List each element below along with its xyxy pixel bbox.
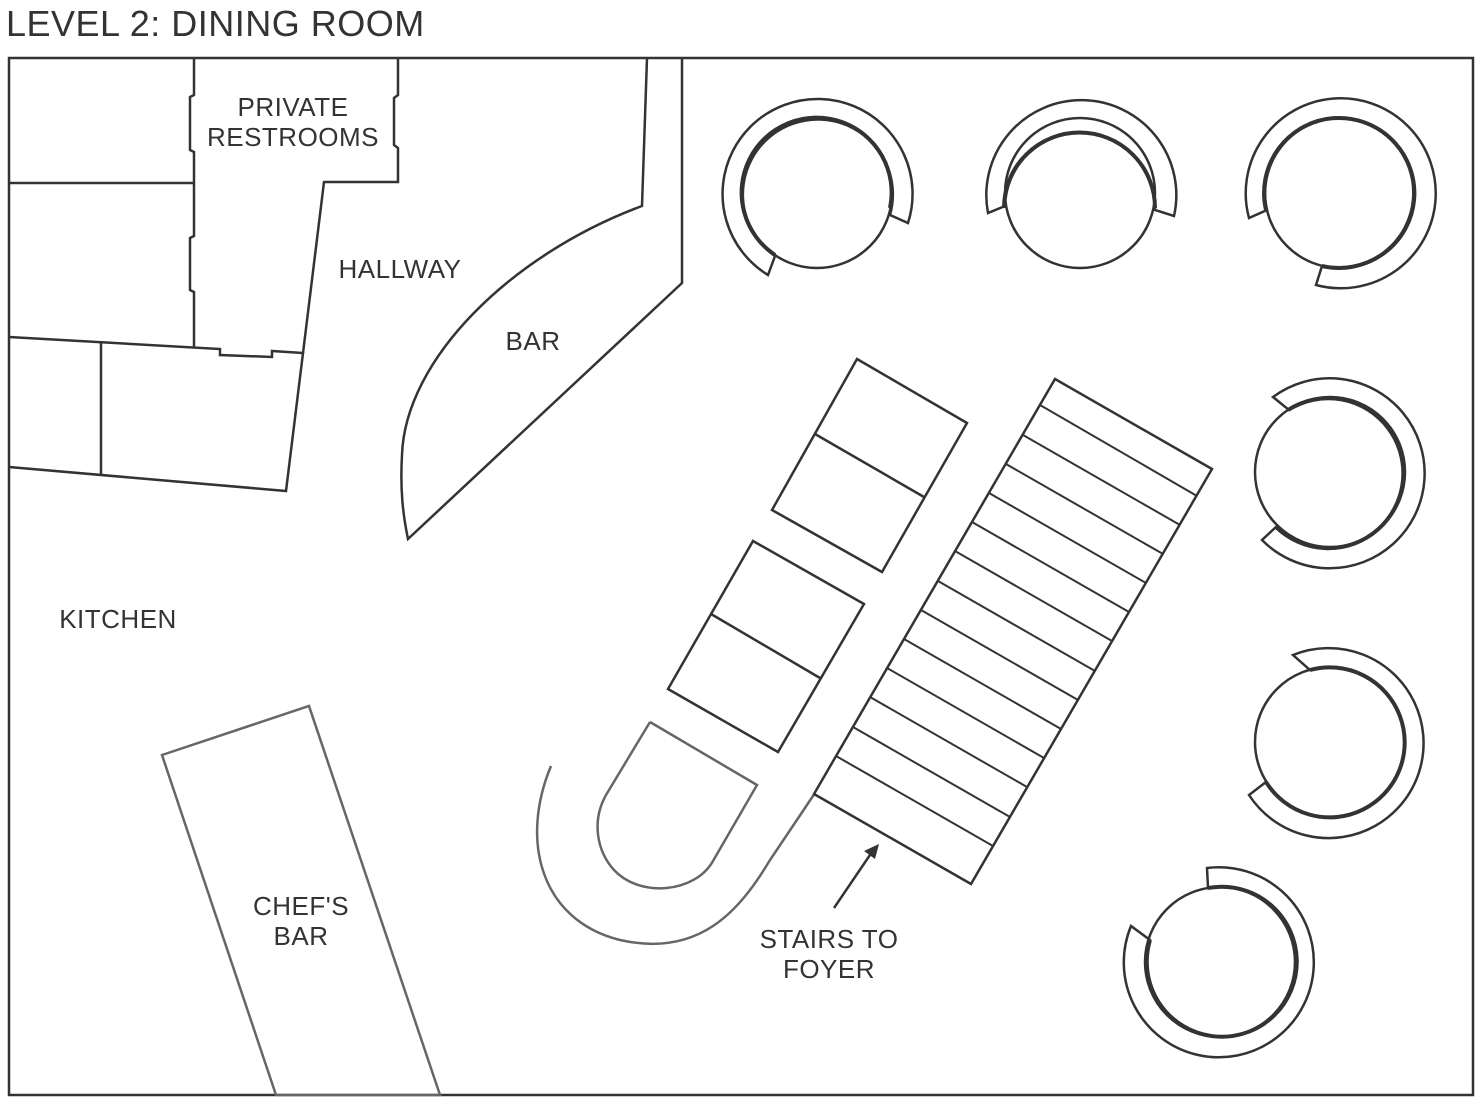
stairs-to-foyer bbox=[812, 377, 1214, 909]
round-table-5 bbox=[1247, 646, 1425, 840]
dining-room-outline bbox=[7, 56, 1475, 1097]
curved-rail bbox=[535, 765, 817, 946]
private-restrooms bbox=[301, 58, 400, 354]
label-chefs-bar-1: CHEF'S bbox=[253, 891, 349, 921]
left-rooms bbox=[8, 58, 305, 493]
label-private-restrooms-1: PRIVATE bbox=[238, 92, 349, 122]
room-labels: PRIVATE RESTROOMS HALLWAY BAR KITCHEN CH… bbox=[59, 92, 898, 984]
round-table-2 bbox=[985, 98, 1178, 270]
label-private-restrooms-2: RESTROOMS bbox=[207, 122, 379, 152]
chefs-bar-counter bbox=[160, 704, 442, 1097]
booth-end-curve bbox=[596, 720, 759, 890]
label-hallway: HALLWAY bbox=[339, 254, 462, 284]
booth-tables bbox=[596, 357, 969, 890]
round-table-3 bbox=[1244, 97, 1437, 290]
booth-upper bbox=[770, 357, 969, 574]
label-chefs-bar-2: BAR bbox=[274, 921, 329, 951]
round-tables bbox=[721, 97, 1437, 1059]
page-title: LEVEL 2: DINING ROOM bbox=[6, 3, 425, 44]
round-table-4 bbox=[1253, 377, 1426, 570]
label-stairs-1: STAIRS TO bbox=[760, 924, 899, 954]
booth-lower bbox=[666, 539, 866, 754]
label-kitchen: KITCHEN bbox=[59, 604, 177, 634]
label-bar: BAR bbox=[506, 326, 561, 356]
round-table-6 bbox=[1122, 866, 1316, 1059]
label-stairs-2: FOYER bbox=[783, 954, 875, 984]
arrow-head-icon bbox=[864, 844, 879, 859]
bar-counter bbox=[400, 57, 684, 542]
round-table-1 bbox=[721, 97, 914, 277]
stairs-arrow bbox=[832, 851, 874, 909]
